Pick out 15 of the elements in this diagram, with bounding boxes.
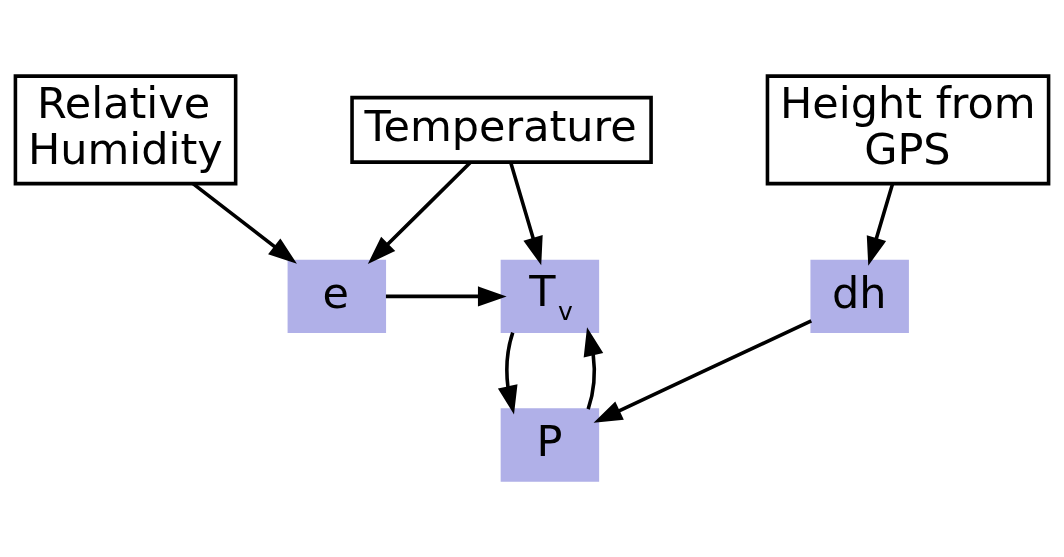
arrow [385,286,507,307]
node-box: Temperature [350,95,653,164]
arrow [593,319,813,423]
arrow [866,183,895,266]
arrow [367,161,472,264]
node-box: e [287,259,387,334]
node-box: dh [810,259,909,334]
node-box: Relative Humidity [13,74,238,186]
arrow [583,327,604,410]
arrow [508,161,543,266]
node-box: T$_{v}$ [500,259,600,334]
arrow [191,182,297,264]
node-box: P [500,408,600,482]
node-box: Height from GPS [765,74,1051,186]
arrow [497,332,518,415]
